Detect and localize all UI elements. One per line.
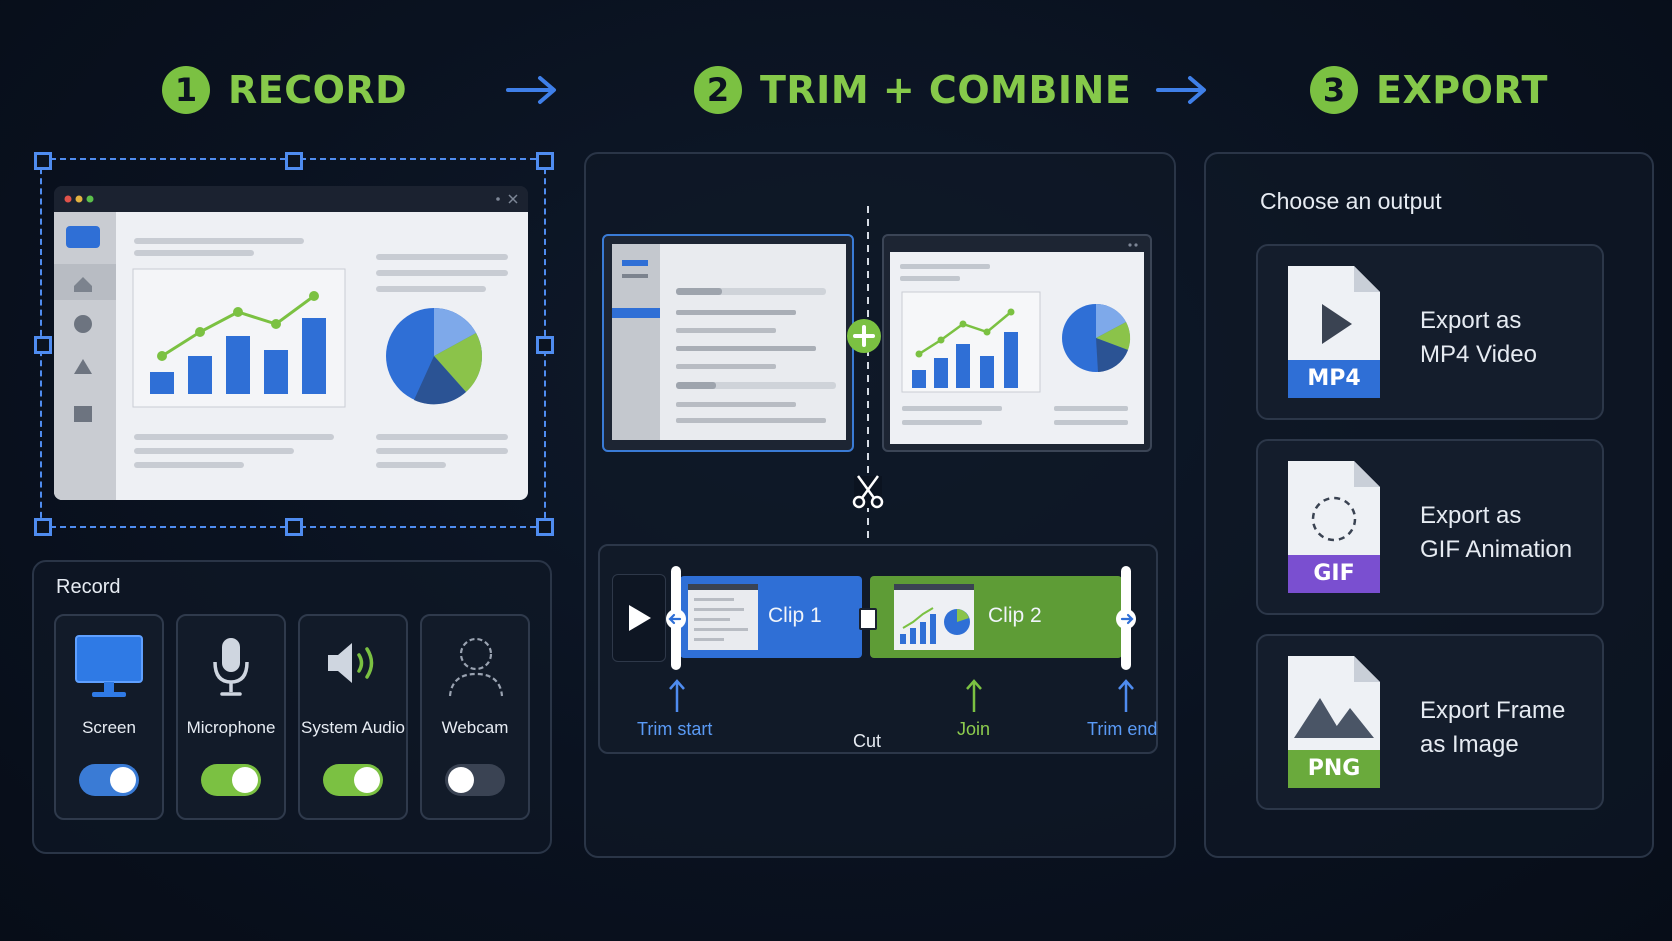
- export-option-line2: GIF Animation: [1420, 536, 1573, 563]
- speaker-icon: [328, 643, 374, 683]
- captured-app-window: [54, 186, 528, 500]
- cut-line: [867, 206, 869, 730]
- step-title: RECORD: [228, 68, 408, 112]
- resize-handle-bottom[interactable]: [285, 518, 303, 536]
- file-badge: MP4: [1307, 366, 1361, 391]
- play-icon: [629, 605, 651, 631]
- resize-handle-left[interactable]: [34, 336, 52, 354]
- join-label: Join: [957, 719, 991, 739]
- cut-label: Cut: [853, 731, 882, 751]
- step-number-badge: 1: [162, 66, 210, 114]
- window-titlebar: [54, 186, 528, 212]
- window-controls-icon: [64, 194, 518, 204]
- step-record-heading: 1 RECORD: [162, 62, 407, 118]
- clip-label: Clip 2: [988, 604, 1042, 627]
- export-option-line2: as Image: [1420, 731, 1519, 758]
- trim-start-arrow-icon: [666, 609, 686, 629]
- source-webcam[interactable]: Webcam: [420, 614, 530, 820]
- system-audio-toggle[interactable]: [323, 764, 383, 796]
- file-badge: PNG: [1307, 756, 1361, 781]
- arrow-right-icon: [506, 76, 556, 104]
- step-title: EXPORT: [1376, 68, 1548, 112]
- arrow-up-icon: [669, 679, 685, 712]
- microphone-toggle[interactable]: [201, 764, 261, 796]
- source-label: Screen: [82, 718, 136, 737]
- source-screen[interactable]: Screen: [54, 614, 164, 820]
- pie-chart-graphic: [386, 308, 482, 405]
- step-number-badge: 2: [694, 66, 742, 114]
- export-gif-option[interactable]: GIF Export as GIF Animation: [1256, 439, 1604, 615]
- export-png-option[interactable]: PNG Export Frame as Image: [1256, 634, 1604, 810]
- resize-handle-bottom-right[interactable]: [536, 518, 554, 536]
- webcam-user-icon: [448, 637, 504, 697]
- resize-handle-top-right[interactable]: [536, 152, 554, 170]
- microphone-icon: [213, 638, 249, 696]
- export-option-line1: Export Frame: [1420, 697, 1566, 724]
- clip-1-bar[interactable]: Clip 1: [680, 576, 862, 658]
- export-option-text: Export Frame as Image: [1420, 694, 1565, 762]
- webcam-toggle[interactable]: [445, 764, 505, 796]
- arrow-right-icon: [1156, 76, 1206, 104]
- source-microphone[interactable]: Microphone: [176, 614, 286, 820]
- clip-label: Clip 1: [768, 604, 822, 627]
- source-system-audio[interactable]: System Audio: [298, 614, 408, 820]
- step-export-heading: 3 EXPORT: [1310, 62, 1548, 118]
- trim-end-label: Trim end: [1087, 719, 1158, 739]
- trim-end-arrow-icon: [1116, 609, 1136, 629]
- export-mp4-option[interactable]: MP4 Export as MP4 Video: [1256, 244, 1604, 420]
- export-option-text: Export as GIF Animation: [1420, 499, 1572, 567]
- source-label: Webcam: [441, 718, 509, 737]
- source-label: Microphone: [186, 718, 276, 737]
- gif-file-icon: [1288, 461, 1380, 593]
- arrow-up-icon: [966, 679, 982, 712]
- clip-2-bar[interactable]: Clip 2: [870, 576, 1122, 658]
- clip-2-preview[interactable]: [882, 234, 1152, 452]
- export-title: Choose an output: [1260, 188, 1442, 214]
- clip-thumbnail: [894, 584, 974, 650]
- clip-thumbnail: [688, 584, 758, 650]
- window-sidebar: [54, 212, 116, 500]
- resize-handle-top[interactable]: [285, 152, 303, 170]
- resize-handle-bottom-left[interactable]: [34, 518, 52, 536]
- trim-start-label: Trim start: [637, 719, 713, 739]
- mp4-file-icon: [1288, 266, 1380, 398]
- export-option-text: Export as MP4 Video: [1420, 304, 1537, 372]
- step-trim-heading: 2 TRIM + COMBINE: [694, 62, 1131, 118]
- play-button[interactable]: [612, 574, 666, 662]
- join-plus-icon[interactable]: [846, 318, 882, 354]
- window-content: [54, 212, 528, 500]
- png-file-icon: [1288, 656, 1380, 788]
- step-number-badge: 3: [1310, 66, 1358, 114]
- source-label: System Audio: [301, 718, 405, 737]
- arrow-up-icon: [1118, 679, 1134, 712]
- resize-handle-right[interactable]: [536, 336, 554, 354]
- clip-1-preview[interactable]: [602, 234, 854, 452]
- monitor-icon: [75, 635, 143, 697]
- scissors-icon[interactable]: [850, 472, 886, 512]
- export-option-line1: Export as: [1420, 307, 1522, 334]
- panel-title: Record: [56, 576, 121, 598]
- step-title: TRIM + COMBINE: [760, 68, 1132, 112]
- file-badge: GIF: [1313, 561, 1355, 586]
- screen-toggle[interactable]: [79, 764, 139, 796]
- export-option-line2: MP4 Video: [1420, 341, 1537, 368]
- resize-handle-top-left[interactable]: [34, 152, 52, 170]
- cut-marker[interactable]: [859, 608, 877, 630]
- export-option-line1: Export as: [1420, 502, 1522, 529]
- bar-line-chart-graphic: [132, 268, 346, 408]
